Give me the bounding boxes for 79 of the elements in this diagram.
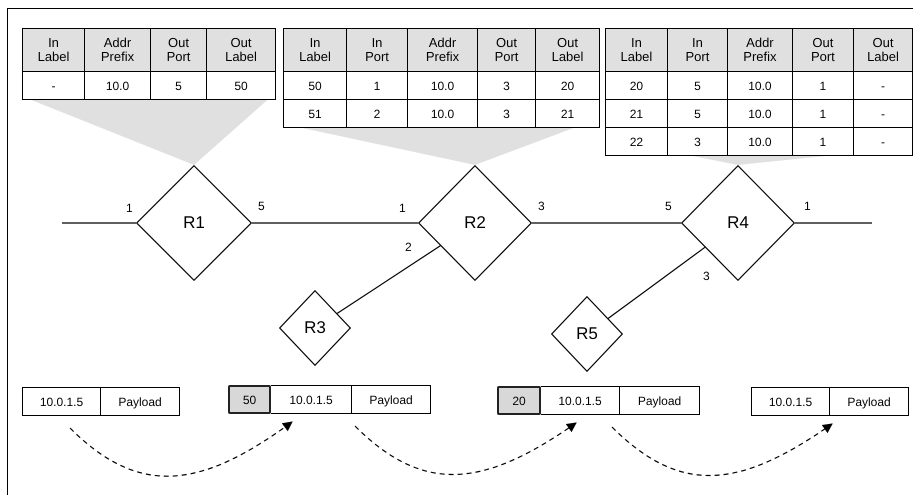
forwarding-table [22,28,276,100]
table-cell: 10.0 [408,72,478,100]
table-cell: - [853,128,912,156]
table-cell: 51 [284,100,346,128]
table-cell: 5 [150,72,206,100]
port-number: 3 [703,270,710,282]
router-label: R1 [182,213,206,233]
table-cell: 10.0 [728,128,792,156]
link-line [532,222,681,224]
header-cell: Out Port [792,28,854,72]
table-cell: 5 [667,72,728,100]
port-number: 1 [126,202,133,214]
packet-field: Payload [620,386,700,415]
header-cell: Addr Prefix [408,28,478,72]
packet-field: Payload [101,387,180,416]
packet-field: Payload [830,387,909,416]
header-cell: In Label [284,28,346,72]
packet-field: 10.0.1.5 [541,386,620,415]
router-label: R5 [575,324,599,344]
table-cell: - [853,100,912,128]
table-cell: 1 [792,128,854,156]
table-cell: 1 [346,72,408,100]
label-field: 20 [497,386,541,415]
port-number: 3 [538,200,545,212]
table-cell: 10.0 [728,72,792,100]
port-number: 5 [258,200,265,212]
packet-field: 10.0.1.5 [751,387,830,416]
table-cell: 3 [667,128,728,156]
port-number: 1 [399,202,406,214]
header-cell: Out Label [206,28,276,72]
router-label: R2 [463,213,487,233]
forwarding-table [605,28,913,156]
table-cell: 5 [667,100,728,128]
table-cell: 3 [478,100,536,128]
table-cell: 10.0 [408,100,478,128]
table-cell: 50 [284,72,346,100]
table-cell: 21 [606,100,668,128]
link-line [795,222,872,224]
link-line [608,246,706,319]
callout-wedge [30,100,268,165]
header-cell: Addr Prefix [84,28,150,72]
table-cell: 10.0 [84,72,150,100]
header-cell: In Port [346,28,408,72]
table-cell: 21 [536,100,600,128]
table-cell: 1 [792,72,854,100]
arrow [354,422,577,475]
link-line [62,222,136,224]
table-cell: 20 [536,72,600,100]
arrow [70,421,293,477]
packet-field: Payload [352,385,431,414]
header-cell: In Port [667,28,728,72]
port-number: 1 [804,200,811,212]
header-cell: Out Label [536,28,600,72]
table-cell: 50 [206,72,276,100]
packet-field: 10.0.1.5 [271,385,352,414]
header-cell: Out Port [150,28,206,72]
table-cell: 3 [478,72,536,100]
label-field: 50 [228,385,271,414]
forwarding-table [283,28,600,128]
port-number: 5 [665,200,672,212]
header-cell: Out Port [478,28,536,72]
table-cell: 20 [606,72,668,100]
link-line [336,245,441,314]
header-cell: Addr Prefix [728,28,792,72]
arrow [612,423,833,476]
packet-field: 10.0.1.5 [22,387,101,416]
header-cell: Out Label [853,28,912,72]
table-cell: 1 [792,100,854,128]
table-cell: 2 [346,100,408,128]
link-line [252,222,418,224]
router-label: R4 [726,213,750,233]
table-cell: - [853,72,912,100]
table-cell: - [22,72,84,100]
port-number: 2 [405,241,412,253]
router-label: R3 [303,318,327,338]
header-cell: In Label [606,28,668,72]
header-cell: In Label [22,28,84,72]
table-cell: 10.0 [728,100,792,128]
table-cell: 22 [606,128,668,156]
